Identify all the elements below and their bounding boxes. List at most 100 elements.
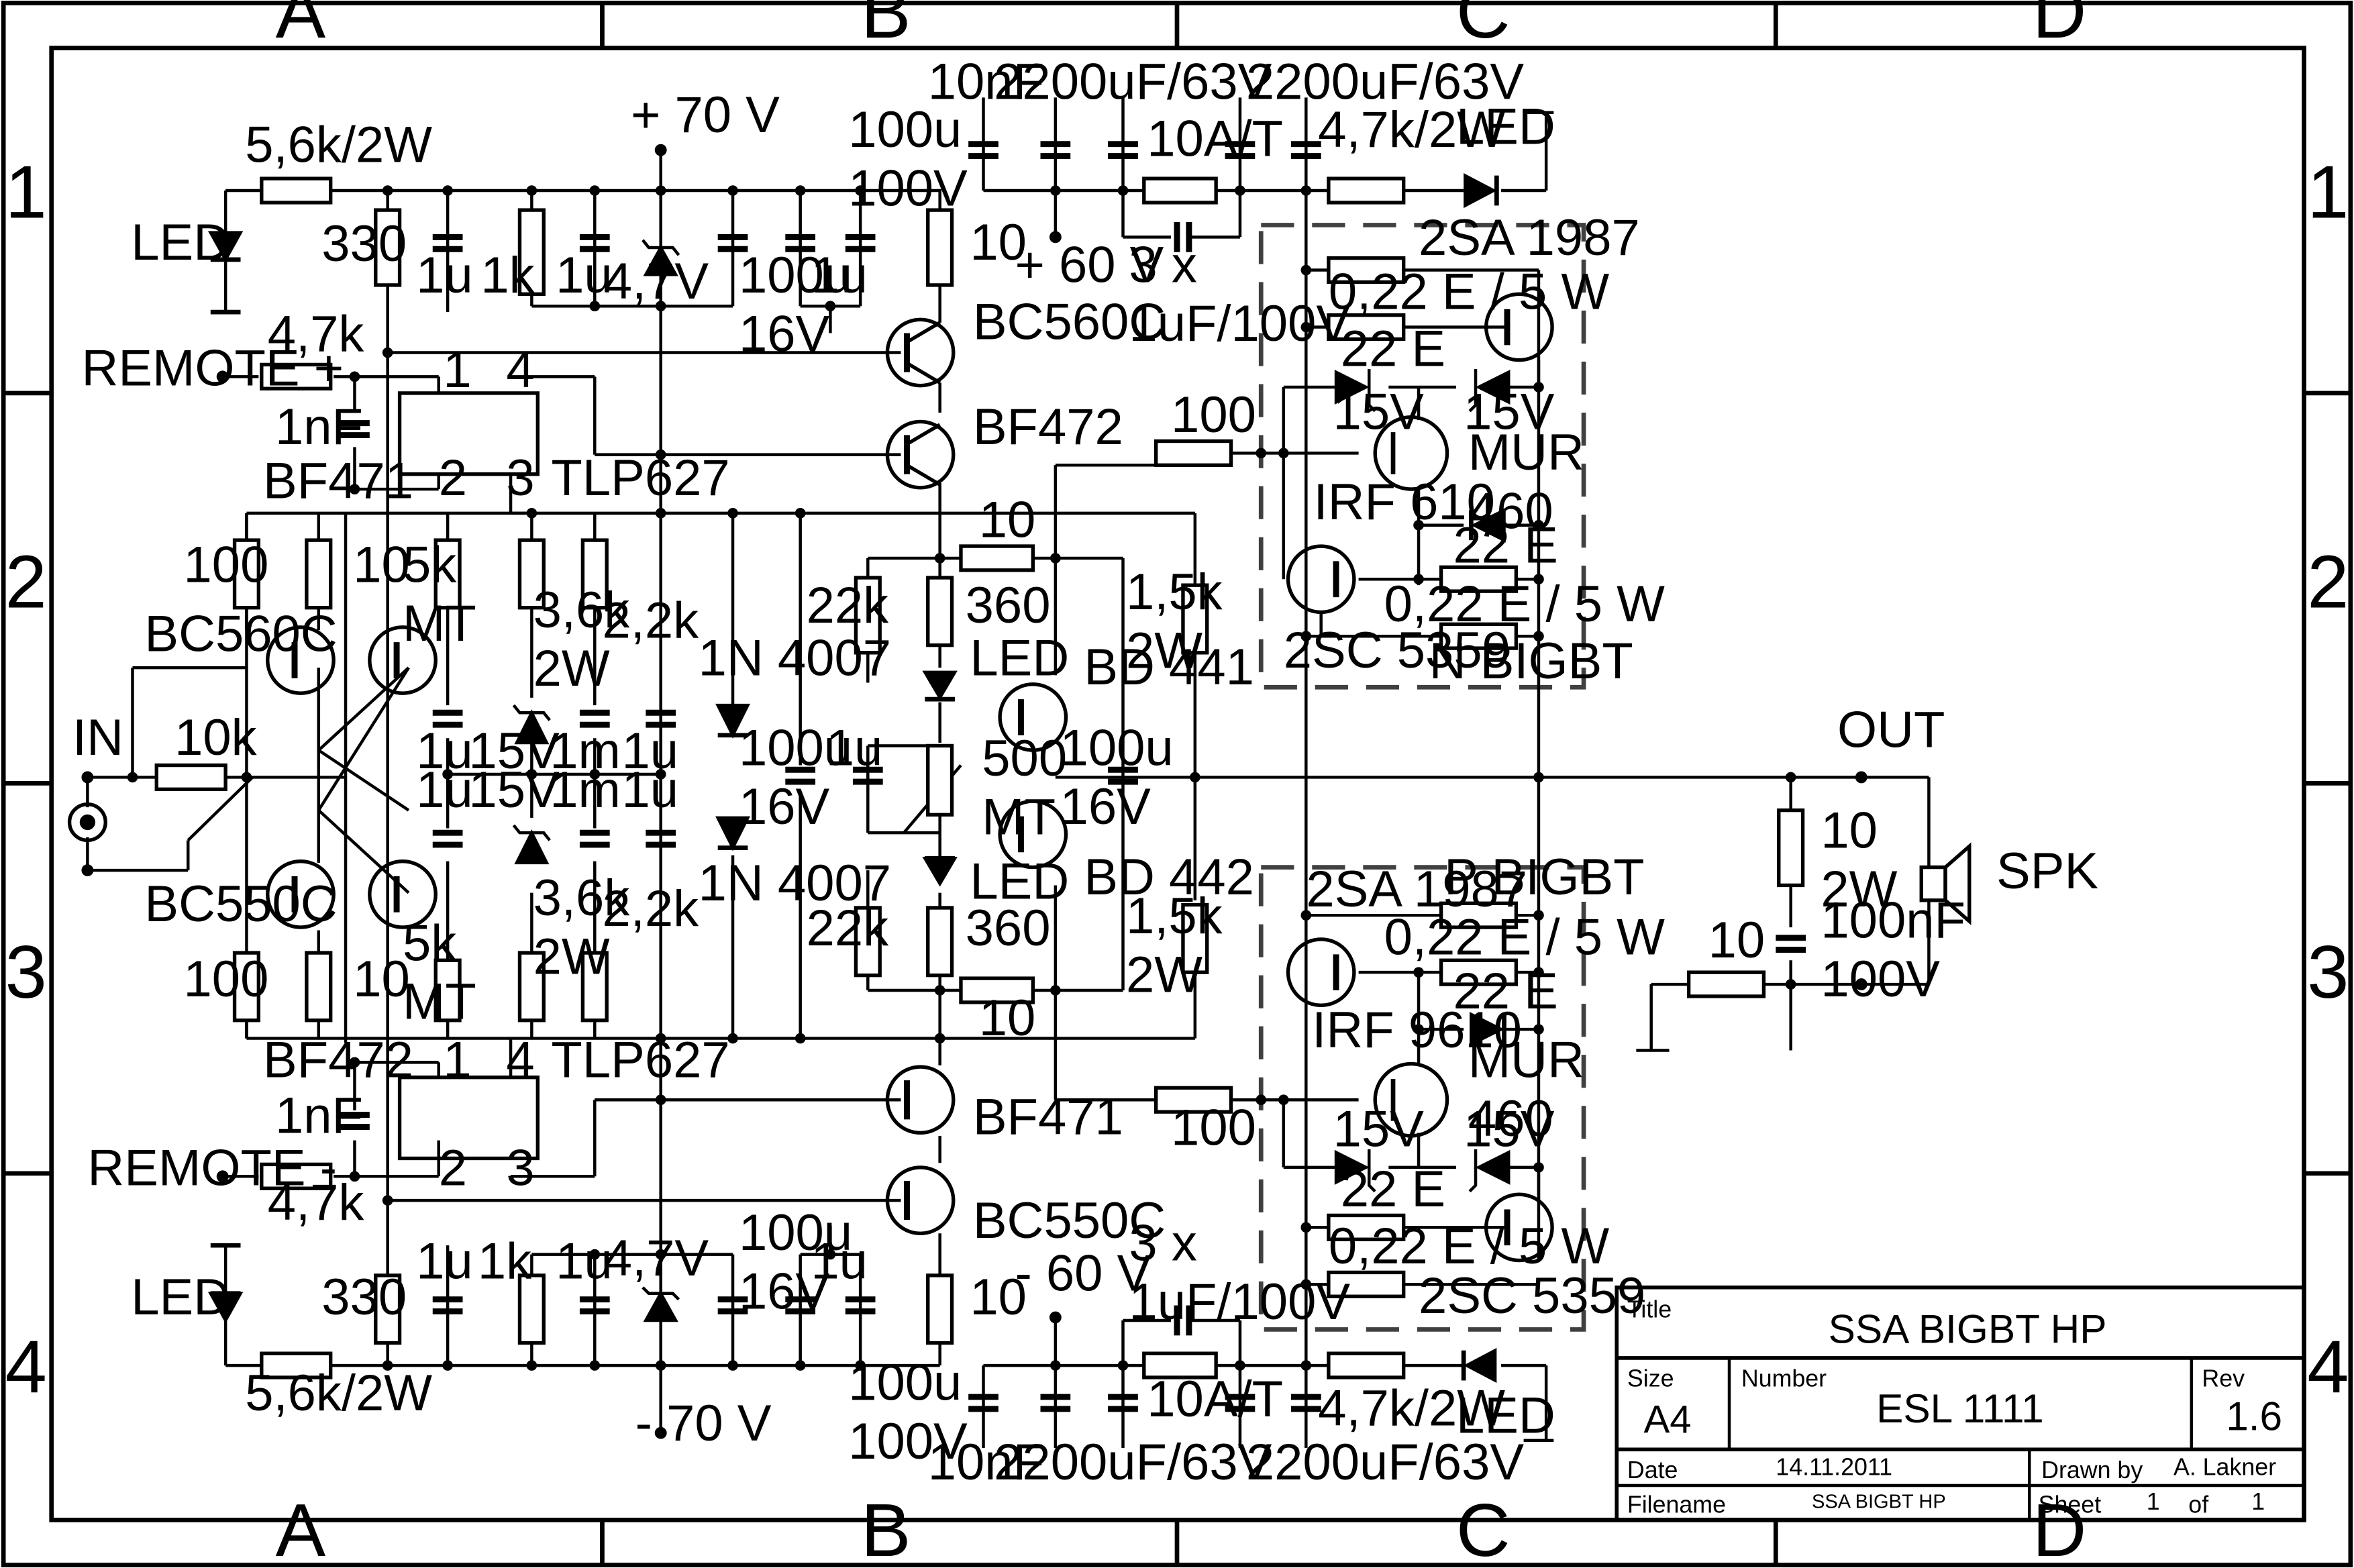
bjt-transistor bbox=[998, 682, 1068, 752]
resistor bbox=[1439, 958, 1519, 986]
label: 330 bbox=[321, 215, 407, 272]
bjt-transistor bbox=[368, 625, 438, 695]
resistor bbox=[517, 951, 546, 1023]
capacitor bbox=[340, 1112, 370, 1130]
sheets-value: 1 bbox=[2251, 1488, 2265, 1515]
resistor bbox=[1327, 176, 1406, 205]
capacitor bbox=[1108, 1394, 1138, 1412]
component-labels: 5,6k/2W LED 330 1u 1k 1u 4,7V + 70 V 100… bbox=[72, 54, 2098, 1491]
capacitor bbox=[717, 233, 748, 252]
resistor bbox=[305, 538, 333, 610]
label: LED bbox=[970, 629, 1069, 686]
capacitor bbox=[579, 709, 610, 728]
capacitor bbox=[785, 233, 816, 252]
zener-diode bbox=[1334, 1149, 1370, 1185]
label: 360 bbox=[966, 900, 1051, 957]
label: LED bbox=[970, 853, 1069, 910]
capacitor bbox=[845, 233, 876, 252]
resistor bbox=[854, 906, 882, 978]
input-jack bbox=[67, 802, 107, 843]
label: 15V bbox=[1464, 384, 1555, 441]
bjt-transistor bbox=[998, 799, 1068, 870]
label: 1u bbox=[416, 1233, 473, 1290]
zone-col-c-bottom: C bbox=[1456, 1488, 1511, 1568]
resistor bbox=[580, 538, 609, 610]
capacitor bbox=[646, 829, 676, 848]
capacitor bbox=[432, 1296, 463, 1315]
of-caption: of bbox=[2188, 1491, 2208, 1518]
label: 330 bbox=[321, 1269, 407, 1326]
label: 22 E bbox=[1453, 963, 1557, 1020]
bjt-transistor bbox=[885, 419, 956, 490]
resistor bbox=[232, 538, 261, 610]
resistor bbox=[1439, 622, 1519, 650]
label: 1nF bbox=[275, 399, 363, 456]
label: 1u bbox=[811, 1233, 868, 1290]
label: 22k bbox=[807, 900, 890, 957]
label: 3 bbox=[506, 1140, 534, 1197]
label: BF471 bbox=[263, 452, 413, 509]
resistor bbox=[1327, 1270, 1406, 1298]
label: 2,2k bbox=[602, 880, 699, 937]
zener-diode bbox=[1334, 369, 1370, 405]
capacitor bbox=[432, 829, 463, 848]
label: 15V bbox=[468, 762, 560, 819]
capacitor bbox=[785, 766, 816, 785]
label: 1u bbox=[556, 1233, 613, 1290]
zone-col-b-bottom: B bbox=[861, 1488, 911, 1568]
label: 1u bbox=[556, 247, 613, 304]
date-value: 14.11.2011 bbox=[1776, 1453, 1892, 1480]
sheet-caption: Sheet bbox=[2039, 1491, 2102, 1518]
capacitor bbox=[432, 709, 463, 728]
label: 2SA 1987 bbox=[1306, 861, 1527, 918]
label: 22 E bbox=[1341, 1161, 1445, 1218]
optocoupler bbox=[397, 391, 540, 476]
resistor bbox=[926, 208, 954, 287]
label: REMOTE + bbox=[81, 340, 344, 397]
resistor bbox=[374, 1273, 402, 1345]
resistor bbox=[1327, 1351, 1406, 1379]
label: TLP627 bbox=[551, 1032, 729, 1089]
mosfet-transistor bbox=[1373, 1061, 1449, 1138]
label: + 60 V bbox=[1015, 236, 1164, 293]
led bbox=[922, 856, 958, 887]
label: 10 bbox=[353, 951, 410, 1008]
label: BF471 bbox=[973, 1089, 1123, 1146]
bjt-transistor bbox=[266, 625, 336, 695]
capacitor bbox=[1174, 1305, 1192, 1336]
bjt-transistor bbox=[368, 859, 438, 929]
label: LED bbox=[1456, 99, 1555, 156]
label: LED bbox=[131, 1269, 230, 1326]
resistor bbox=[1181, 902, 1209, 974]
date-caption: Date bbox=[1627, 1457, 1678, 1483]
label: IRF 610 bbox=[1314, 474, 1495, 531]
resistor bbox=[1181, 583, 1209, 655]
zener-diode bbox=[643, 244, 678, 276]
resistor bbox=[305, 951, 333, 1023]
capacitor bbox=[1108, 141, 1138, 160]
capacitor bbox=[717, 1296, 748, 1315]
resistor bbox=[926, 1273, 954, 1345]
bjt-transistor bbox=[885, 1065, 956, 1135]
label: 0,22 E / 5 W bbox=[1384, 576, 1666, 633]
rev-value: 1.6 bbox=[2226, 1393, 2282, 1439]
resistor bbox=[959, 544, 1035, 572]
resistor bbox=[1777, 808, 1805, 888]
resistor bbox=[232, 951, 261, 1023]
label: BD 442 bbox=[1084, 849, 1254, 906]
label: 1u bbox=[811, 247, 868, 304]
speaker bbox=[1943, 842, 1972, 926]
label: BC560C bbox=[973, 293, 1166, 350]
drawn-value: A. Lakner bbox=[2173, 1453, 2276, 1480]
label: REMOTE - bbox=[87, 1140, 337, 1197]
capacitors bbox=[340, 141, 1806, 1412]
capacitor bbox=[432, 233, 463, 252]
zener-diode bbox=[514, 709, 550, 745]
resistor bbox=[517, 208, 546, 297]
label: 10A/T bbox=[1147, 111, 1283, 168]
